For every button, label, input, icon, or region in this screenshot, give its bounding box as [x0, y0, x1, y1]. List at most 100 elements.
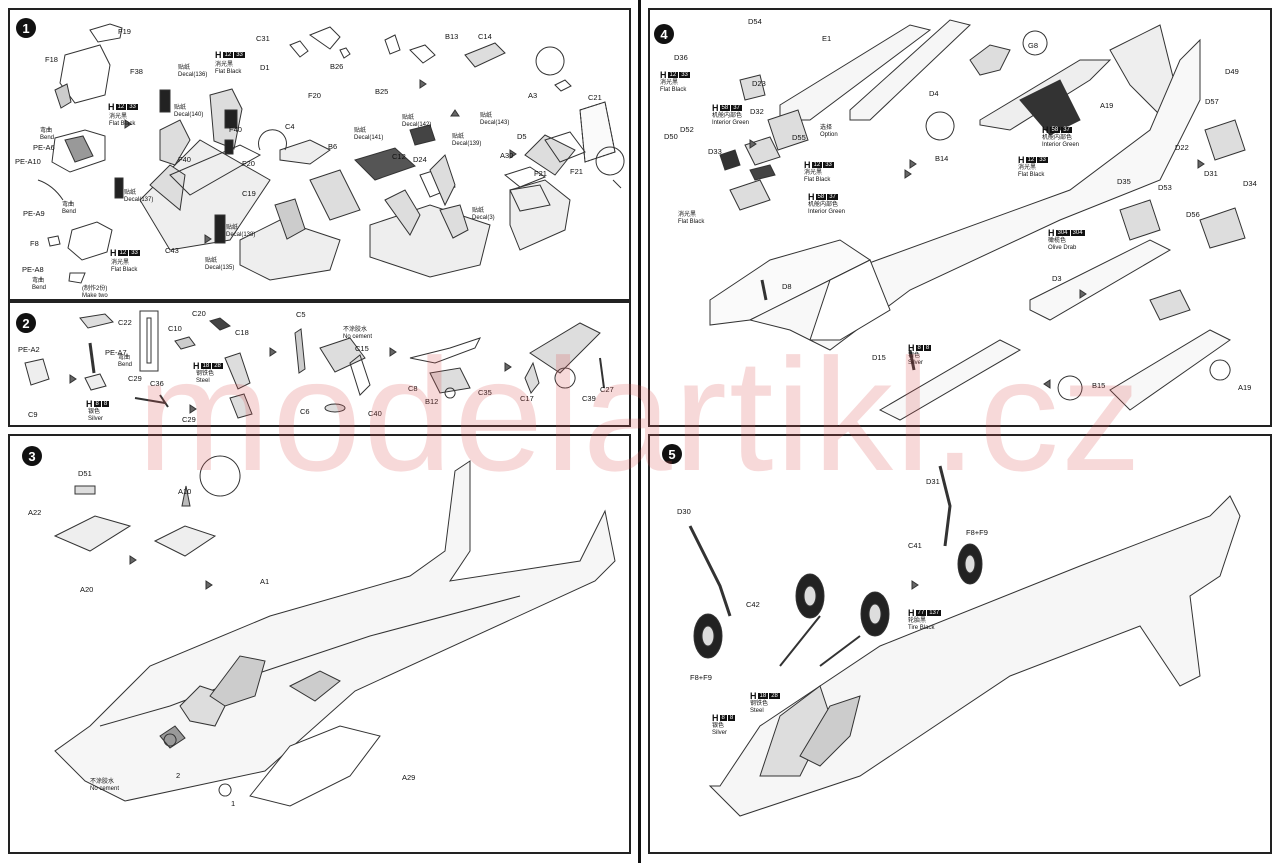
part-label: F8+F9 [690, 673, 712, 682]
part-label: F40 [229, 125, 242, 134]
callout-number: 1 [231, 799, 236, 808]
note-decal: 贴纸 Decal(140) [174, 105, 204, 118]
part-label: D1 [260, 63, 270, 72]
part-label: C4 [285, 122, 295, 131]
step-number: 1 [16, 18, 36, 38]
note-decal: 贴纸 Decal(135) [205, 258, 235, 271]
part-label: C43 [165, 246, 179, 255]
note-interior-green: 机舱内部色 Interior Green [1042, 135, 1080, 148]
part-label: B25 [375, 87, 389, 96]
step-3-panel: 3 D51 A22 A20 A10 A1 A29 1 2 不涂胶水 No cem… [8, 434, 631, 854]
step-number: 3 [22, 446, 42, 466]
note-flat-black: 消光黑 Flat Black [111, 260, 138, 273]
part-label: A30 [500, 151, 514, 160]
part-label: B12 [425, 397, 439, 406]
part-label: C8 [408, 384, 418, 393]
part-label: D55 [792, 133, 806, 142]
part-label: D33 [708, 147, 722, 156]
part-label: D24 [413, 155, 427, 164]
part-label: C15 [355, 344, 369, 353]
part-label: A19 [1238, 383, 1252, 392]
note-no-cement: 不涂胶水 No cement [90, 779, 120, 792]
part-label: C27 [600, 385, 614, 394]
note-decal: 贴纸 Decal(142) [402, 115, 432, 128]
part-label: F8+F9 [966, 528, 988, 537]
note-decal: 贴纸 Decal(136) [178, 65, 208, 78]
part-label: C40 [368, 409, 382, 418]
part-label: D49 [1225, 67, 1239, 76]
part-label: F20 [308, 91, 321, 100]
part-label: A22 [28, 508, 42, 517]
note-make-two: (制作2份) Make two [82, 286, 108, 299]
part-label: C9 [28, 410, 38, 419]
part-label: A1 [260, 577, 270, 586]
part-label: C5 [296, 310, 306, 319]
note-flat-black: 消光黑 Flat Black [215, 62, 242, 75]
part-label: D54 [748, 17, 762, 26]
part-label: D32 [750, 107, 764, 116]
note-decal: 贴纸 Decal(3) [472, 208, 495, 221]
note-flat-black: 消光黑 Flat Black [678, 212, 705, 225]
note-bend: 弯曲 Bend [40, 128, 55, 141]
part-label: A20 [80, 585, 94, 594]
note-option: 选择 Option [820, 125, 838, 138]
note-bend: 弯曲 Bend [62, 202, 77, 215]
step-5-drawing [688, 465, 1241, 817]
page-divider [638, 0, 641, 863]
note-silver: 银色 Silver [88, 409, 104, 422]
part-label: C35 [478, 388, 492, 397]
note-flat-black: 消光黑 Flat Black [660, 80, 687, 93]
part-label: D51 [78, 469, 92, 478]
part-label: F21 [570, 167, 583, 176]
part-label: G8 [1028, 41, 1039, 50]
part-label: C14 [478, 32, 492, 41]
part-label: B6 [328, 142, 338, 151]
part-label: D52 [680, 125, 694, 134]
step-number: 5 [662, 444, 682, 464]
step-4-drawing [709, 19, 1246, 421]
callout-number: 2 [176, 771, 181, 780]
part-label: D50 [664, 132, 678, 141]
part-label: C21 [588, 93, 602, 102]
part-label: B15 [1092, 381, 1106, 390]
note-flat-black: 消光黑 Flat Black [109, 114, 136, 127]
part-label: D34 [1243, 179, 1257, 188]
part-label: D8 [782, 282, 792, 291]
part-label: C19 [242, 189, 256, 198]
note-decal: 贴纸 Decal(138) [226, 225, 256, 238]
part-label: C39 [582, 394, 596, 403]
note-flat-black: 消光黑 Flat Black [1018, 165, 1045, 178]
part-label: C6 [300, 407, 310, 416]
part-label: F19 [118, 27, 131, 36]
part-label: F20 [242, 159, 255, 168]
part-label: D57 [1205, 97, 1219, 106]
part-label: B13 [445, 32, 459, 41]
part-label: D22 [1175, 143, 1189, 152]
part-label: C36 [150, 379, 164, 388]
part-label: A29 [402, 773, 416, 782]
part-label: PE-A9 [23, 209, 45, 218]
part-label: E1 [822, 34, 832, 43]
part-label: D31 [926, 477, 940, 486]
note-steel: 钢铁色 Steel [196, 371, 215, 384]
part-label: D3 [1052, 274, 1062, 283]
note-tire-black: 轮胎黑 Tire Black [908, 618, 935, 631]
part-label: A10 [178, 487, 192, 496]
note-silver: 银色 Silver [908, 353, 924, 366]
part-label: PE-A7 [105, 348, 127, 357]
step-3-drawing [53, 455, 616, 807]
part-label: C22 [118, 318, 132, 327]
part-label: D30 [677, 507, 691, 516]
part-label: B26 [330, 62, 344, 71]
part-label: C41 [908, 541, 922, 550]
